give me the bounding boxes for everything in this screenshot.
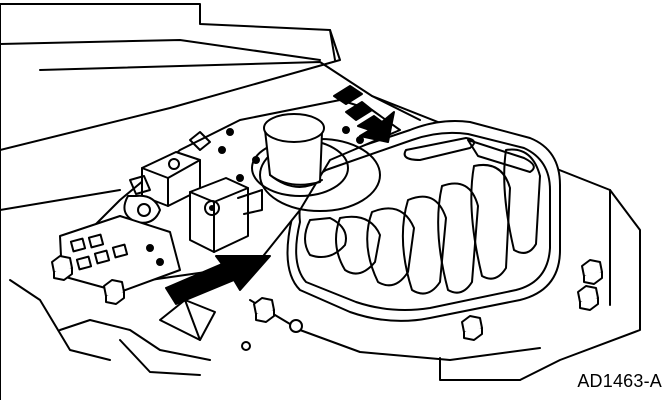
figure-id-label: AD1463-A	[577, 371, 662, 391]
arrow-lower-left	[165, 255, 271, 305]
bolt-bottom-right	[461, 315, 483, 341]
bolt-left-lower	[103, 279, 125, 305]
filter-screen	[286, 120, 561, 322]
detent-plate	[59, 215, 181, 293]
bolt-right-lower	[577, 285, 599, 311]
transmission-case	[0, 3, 641, 400]
arrow-upper-right	[333, 85, 395, 143]
accumulator-cylinder	[263, 113, 325, 188]
bolts	[51, 255, 603, 351]
dowel-hole-small	[241, 341, 251, 351]
callout-arrows	[165, 85, 395, 305]
bolt-bottom-center	[253, 297, 275, 323]
bolt-right-upper	[581, 259, 603, 285]
solenoid-assembly	[123, 131, 263, 253]
dowel-hole	[289, 319, 303, 333]
bolt-left	[51, 255, 73, 281]
